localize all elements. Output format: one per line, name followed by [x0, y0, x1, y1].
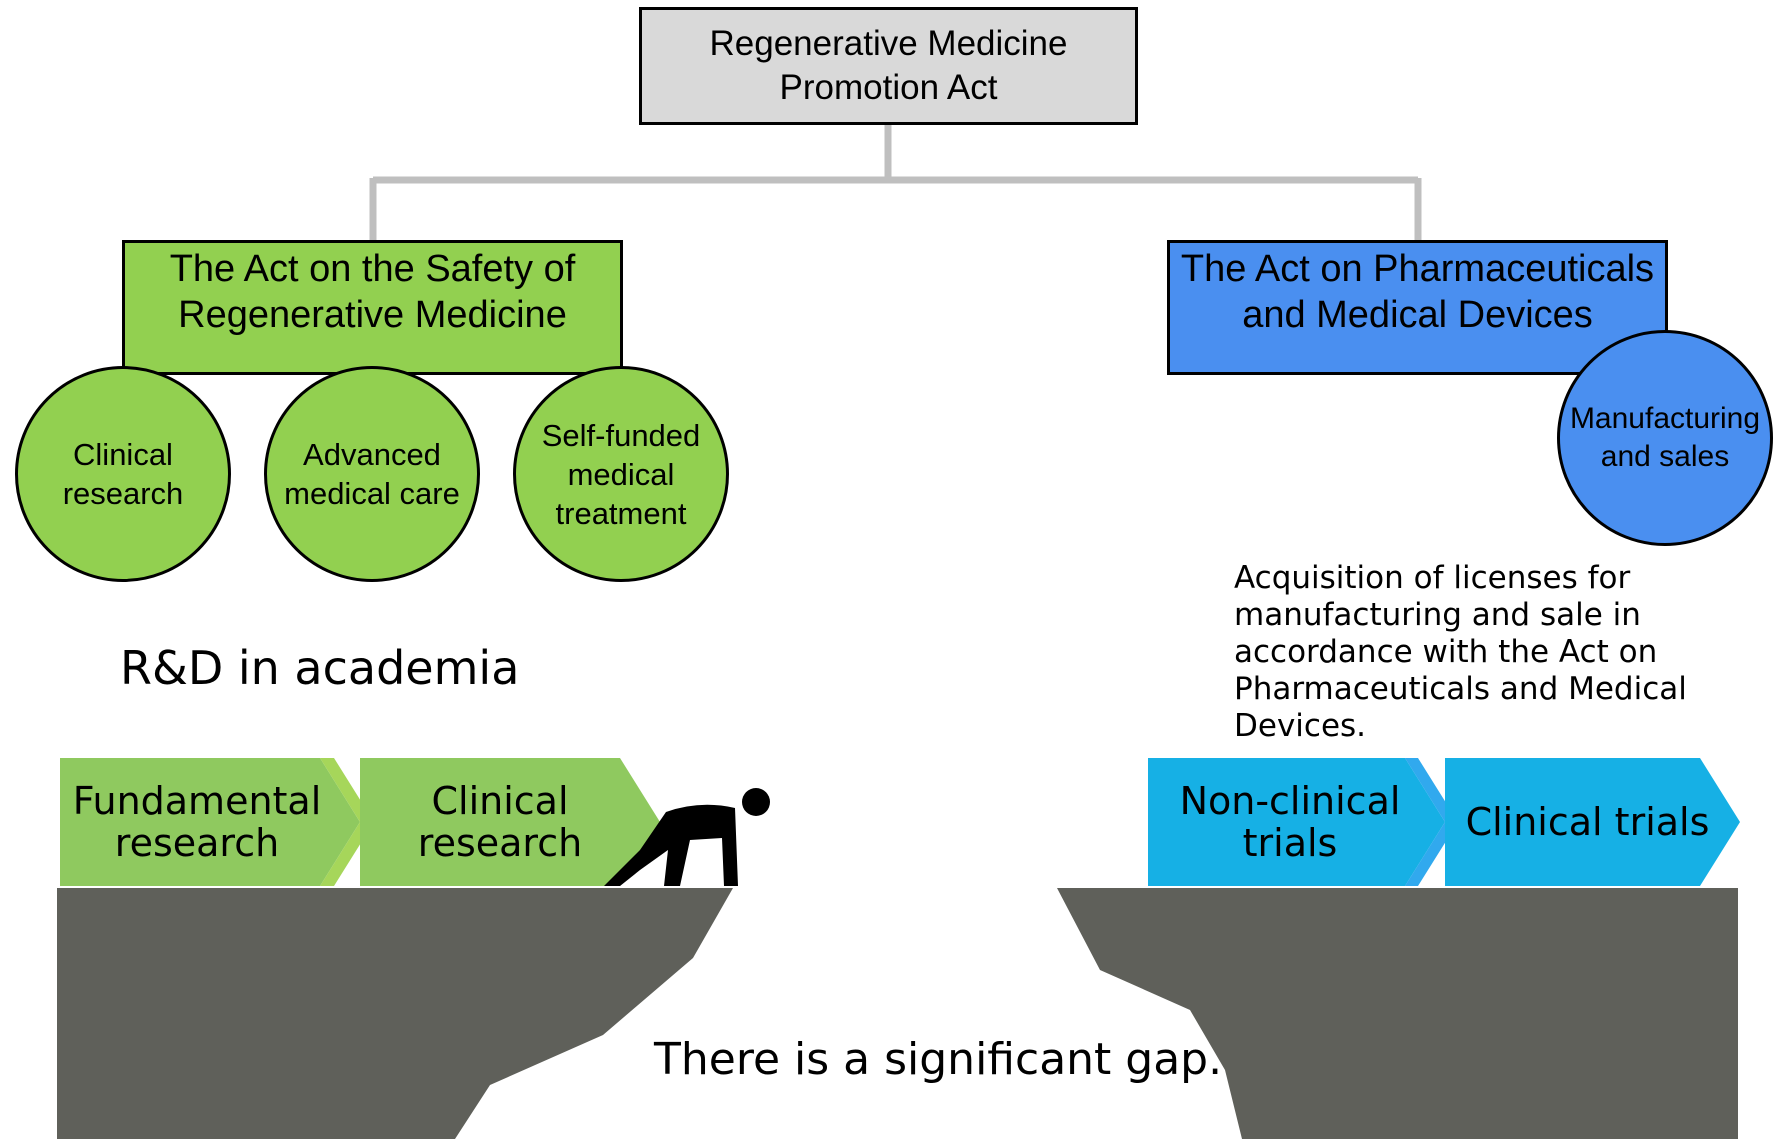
- person-climbing-icon: [604, 788, 770, 886]
- top-box-label: Regenerative Medicine Promotion Act: [709, 24, 1068, 107]
- safety-act-label: The Act on the Safety of Regenerative Me…: [169, 247, 576, 336]
- circle-advanced-medical-care: Advanced medical care: [264, 366, 480, 582]
- rd-in-academia-label: R&D in academia: [120, 641, 520, 695]
- circle-advanced-medical-care-label: Advanced medical care: [284, 437, 460, 511]
- step-non-clinical-trials: Non-clinical trials: [1150, 758, 1430, 886]
- circle-clinical-research-label: Clinical research: [62, 437, 184, 511]
- step-clinical-trials-label: Clinical trials: [1465, 800, 1710, 844]
- circle-manufacturing-and-sales-label: Manufacturing and sales: [1569, 402, 1761, 473]
- circle-self-funded-treatment: Self-funded medical treatment: [513, 366, 729, 582]
- step-non-clinical-trials-label: Non-clinical trials: [1179, 779, 1401, 865]
- step-clinical-trials: Clinical trials: [1455, 758, 1720, 886]
- pharmaceuticals-act-box: The Act on Pharmaceuticals and Medical D…: [1167, 240, 1668, 375]
- chevron-clinical-research: [360, 758, 660, 886]
- chevron-clinical-trials: [1445, 758, 1740, 886]
- circle-clinical-research: Clinical research: [15, 366, 231, 582]
- safety-act-box: The Act on the Safety of Regenerative Me…: [122, 240, 623, 375]
- left-cliff: [57, 888, 733, 1139]
- circle-self-funded-treatment-label: Self-funded medical treatment: [541, 417, 701, 531]
- acquisition-note: Acquisition of licenses for manufacturin…: [1234, 560, 1687, 744]
- circle-manufacturing-and-sales: Manufacturing and sales: [1557, 330, 1773, 546]
- pharmaceuticals-act-label: The Act on Pharmaceuticals and Medical D…: [1180, 247, 1655, 336]
- step-fundamental-research: Fundamental research: [60, 758, 334, 886]
- step-fundamental-research-label: Fundamental research: [72, 779, 322, 865]
- regenerative-medicine-promotion-act-box: Regenerative Medicine Promotion Act: [639, 7, 1138, 125]
- step-clinical-research-label: Clinical research: [417, 779, 583, 865]
- chevron-fundamental-research: [60, 758, 360, 886]
- gap-statement: There is a significant gap.: [654, 1034, 1223, 1085]
- chevron-non-clinical-trials: [1148, 758, 1445, 886]
- right-cliff: [1057, 888, 1738, 1139]
- step-clinical-research: Clinical research: [370, 758, 630, 886]
